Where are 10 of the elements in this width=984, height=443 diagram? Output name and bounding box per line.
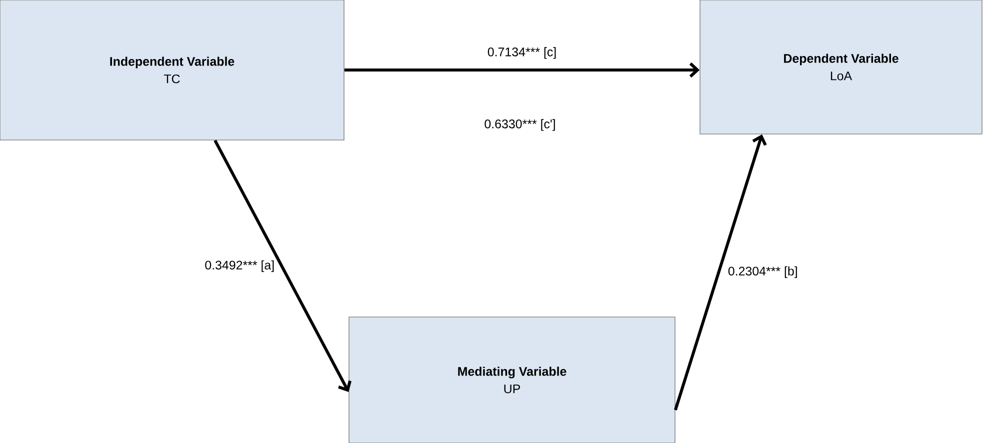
arrow <box>344 62 700 78</box>
variable-box: Independent Variable TC <box>0 0 344 140</box>
edge-label: 0.3492*** [a] <box>204 259 276 273</box>
variable-box: Dependent Variable LoA <box>700 0 982 134</box>
arrow <box>674 134 767 410</box>
variable-box: Mediating Variable UP <box>348 316 676 443</box>
edge-label: 0.2304*** [b] <box>726 265 799 279</box>
arrow <box>214 140 352 392</box>
edge-label: 0.7134*** [c] <box>486 46 558 60</box>
coefficient-label: 0.6330*** [c'] <box>483 118 557 132</box>
